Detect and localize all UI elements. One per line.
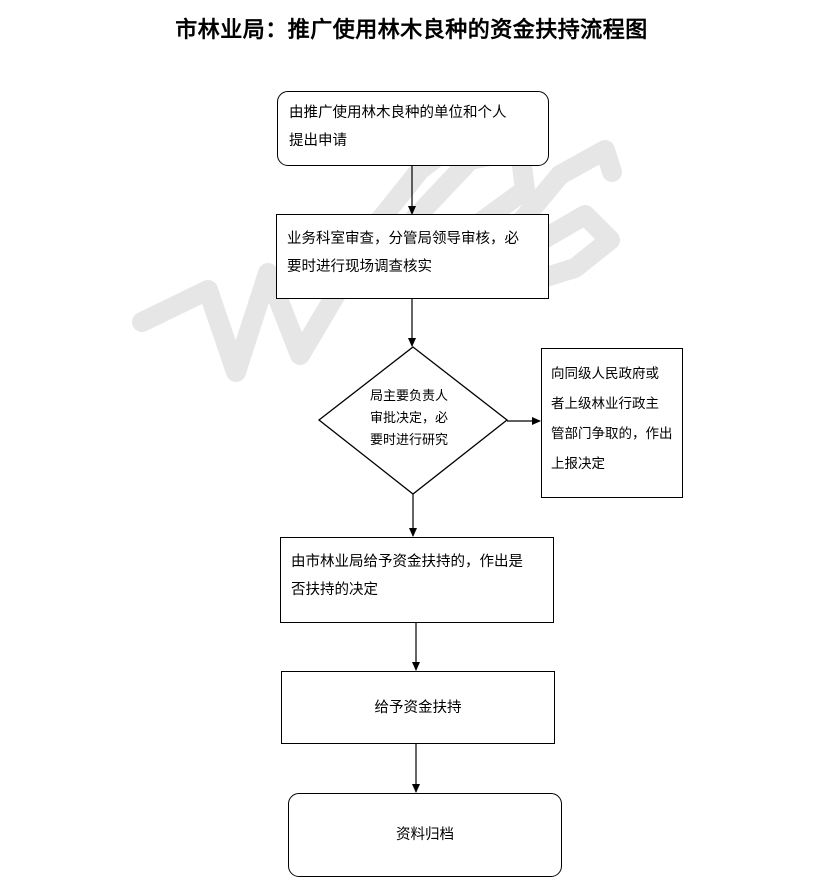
node-city-decide-line-1: 由市林业局给予资金扶持的，作出是 <box>291 554 523 570</box>
node-decision-line-2: 审批决定，必 <box>370 411 449 426</box>
node-archive: 资料归档 <box>288 793 562 877</box>
node-city-decide-line-2: 否扶持的决定 <box>291 582 378 598</box>
node-grant-label: 给予资金扶持 <box>374 699 462 716</box>
node-decision-line-3: 要时进行研究 <box>370 433 449 448</box>
node-apply: 由推广使用林木良种的单位和个人 提出申请 <box>277 91 549 166</box>
node-grant: 给予资金扶持 <box>281 671 555 744</box>
node-decision-line-1: 局主要负责人 <box>370 389 449 404</box>
node-archive-label: 资料归档 <box>396 827 454 843</box>
node-report-line-2: 者上级林业行政主 <box>551 396 659 412</box>
node-review-line-1: 业务科室审查，分管局领导审核，必 <box>287 231 519 247</box>
node-apply-line-1: 由推广使用林木良种的单位和个人 <box>289 105 507 121</box>
node-report-line-1: 向同级人民政府或 <box>551 366 659 382</box>
node-decision-text: 局主要负责人 审批决定，必 要时进行研究 <box>370 386 462 452</box>
node-review-line-2: 要时进行现场调查核实 <box>287 259 432 275</box>
page-title: 市林业局：推广使用林木良种的资金扶持流程图 <box>175 17 648 43</box>
node-apply-line-2: 提出申请 <box>289 133 347 149</box>
node-report: 向同级人民政府或 者上级林业行政主 管部门争取的，作出 上报决定 <box>541 348 683 498</box>
node-report-line-3: 管部门争取的，作出 <box>551 426 673 442</box>
node-report-line-4: 上报决定 <box>551 456 605 472</box>
node-review: 业务科室审查，分管局领导审核，必 要时进行现场调查核实 <box>276 214 549 299</box>
node-city-decide: 由市林业局给予资金扶持的，作出是 否扶持的决定 <box>280 537 554 623</box>
